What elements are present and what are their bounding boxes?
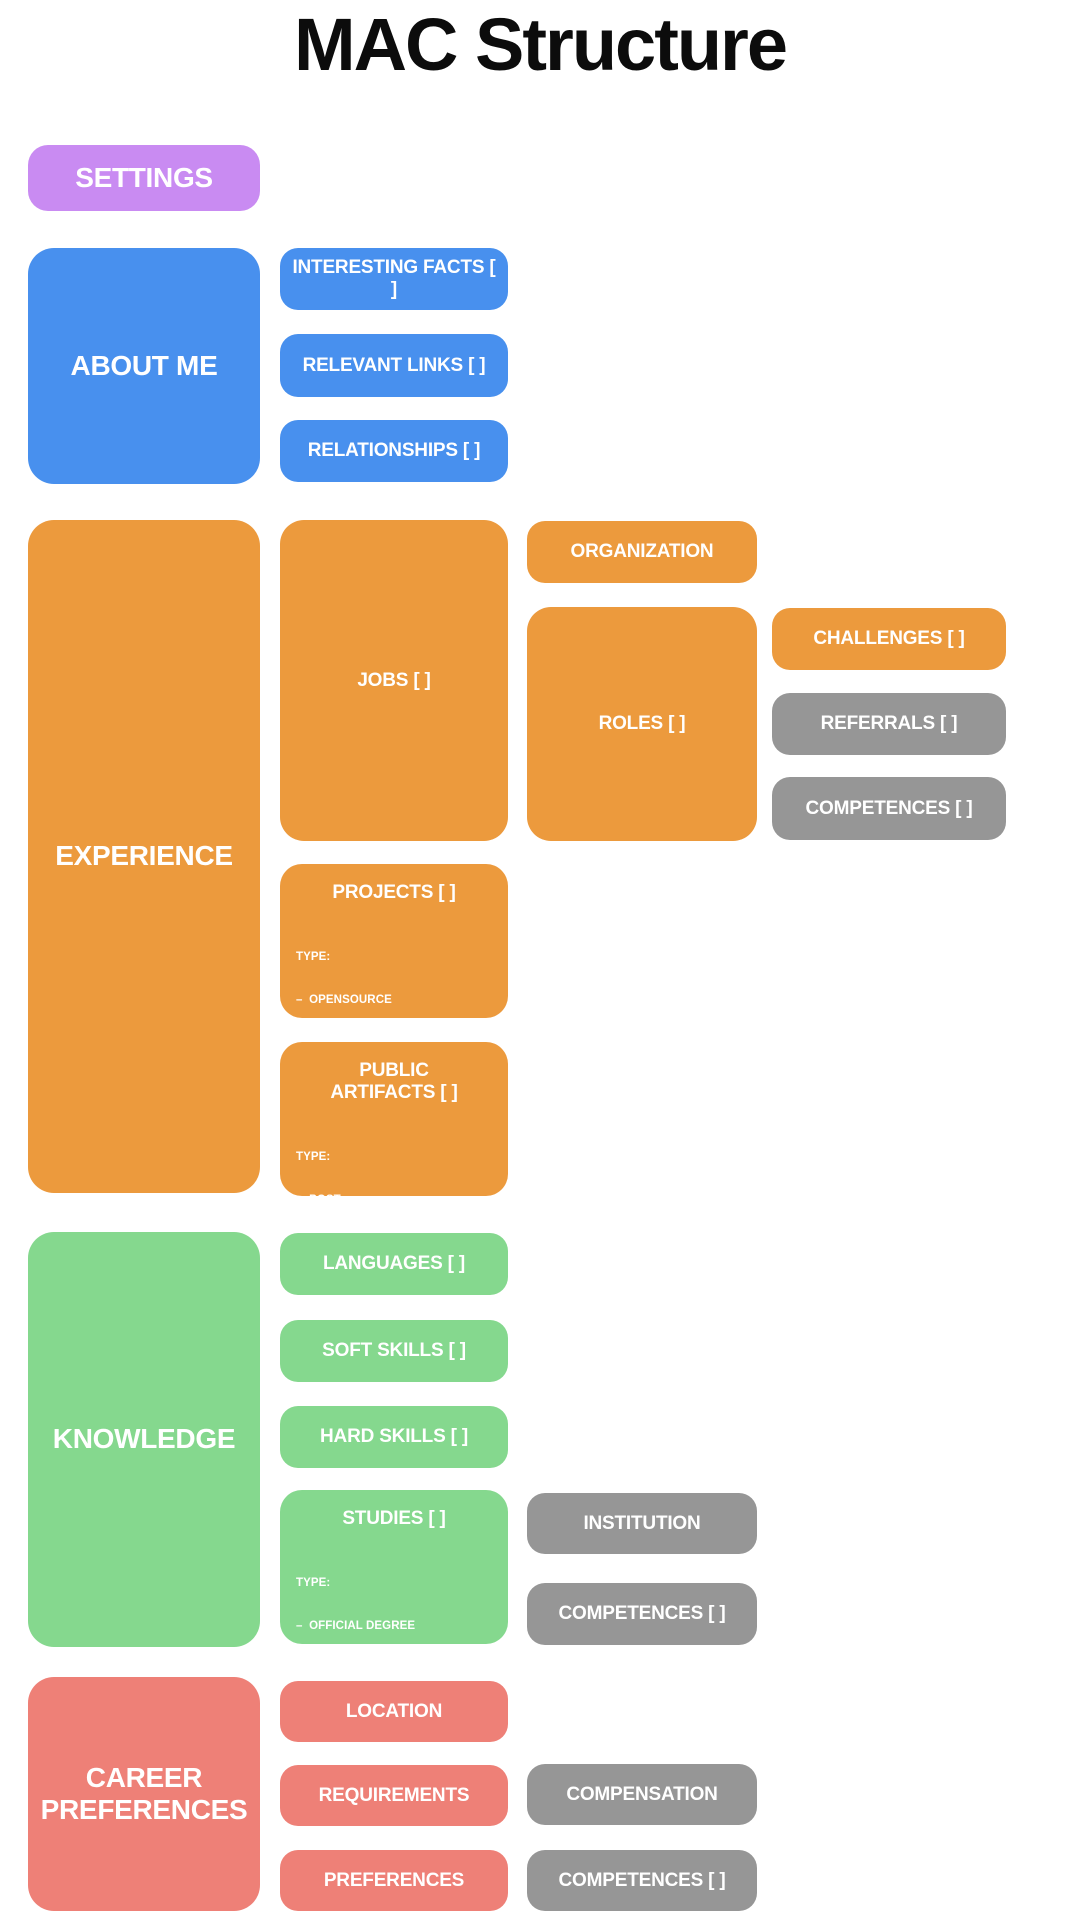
type-list-item: – OPENSOURCE [296, 994, 392, 1007]
node-referrals-label: REFERRALS [ ] [820, 713, 958, 734]
node-compensation: COMPENSATION [527, 1764, 757, 1825]
node-career-preferences-label: CAREER PREFERENCES [40, 1761, 248, 1825]
node-competences-knowledge: COMPETENCES [ ] [527, 1583, 757, 1645]
node-settings-label: SETTINGS [75, 161, 213, 193]
studies-type-list: TYPE: – OFFICIAL DEGREE – CERTIFICATION … [296, 1547, 492, 1792]
node-hard-skills: HARD SKILLS [ ] [280, 1406, 508, 1468]
diagram-title: MAC Structure [293, 3, 788, 86]
node-interesting-facts-label: INTERESTING FACTS [ ] [292, 257, 496, 300]
node-requirements-label: REQUIREMENTS [318, 1784, 470, 1806]
node-jobs-label: JOBS [ ] [357, 669, 431, 691]
node-about-me-label: ABOUT ME [70, 349, 218, 381]
node-organization-label: ORGANIZATION [570, 541, 714, 562]
node-languages-label: LANGUAGES [ ] [322, 1253, 465, 1274]
node-interesting-facts: INTERESTING FACTS [ ] [280, 248, 508, 310]
node-experience-label: EXPERIENCE [55, 840, 233, 872]
node-public-artifacts-label: PUBLIC ARTIFACTS [ ] [330, 1060, 458, 1103]
node-about-me: ABOUT ME [28, 248, 260, 484]
node-studies-label: STUDIES [ ] [342, 1508, 446, 1529]
node-experience: EXPERIENCE [28, 520, 260, 1193]
node-career-preferences: CAREER PREFERENCES [28, 1677, 260, 1911]
node-challenges: CHALLENGES [ ] [772, 608, 1006, 670]
type-list-item: – CERTIFICATION [296, 1663, 399, 1676]
node-roles-label: ROLES [ ] [598, 713, 686, 734]
type-list-header: TYPE: [296, 1576, 331, 1589]
node-preferences-label: PREFERENCES [323, 1869, 465, 1891]
node-competences-knowledge-label: COMPETENCES [ ] [558, 1603, 726, 1624]
node-settings: SETTINGS [28, 145, 260, 211]
node-relationships-label: RELATIONSHIPS [ ] [307, 440, 481, 461]
node-location: LOCATION [280, 1681, 508, 1742]
node-preferences: PREFERENCES [280, 1850, 508, 1911]
node-roles: ROLES [ ] [527, 607, 757, 841]
node-competences-career: COMPETENCES [ ] [527, 1850, 757, 1911]
node-institution: INSTITUTION [527, 1493, 757, 1554]
type-list-item: – ... [296, 1749, 319, 1762]
node-public-artifacts: PUBLIC ARTIFACTS [ ] TYPE: – POST – ACHI… [280, 1042, 508, 1336]
node-compensation-label: COMPENSATION [566, 1783, 718, 1805]
node-projects-label: PROJECTS [ ] [332, 882, 456, 903]
node-hard-skills-label: HARD SKILLS [ ] [320, 1426, 468, 1447]
type-list-header: TYPE: [296, 950, 331, 963]
node-institution-label: INSTITUTION [583, 1512, 701, 1534]
node-relationships: RELATIONSHIPS [ ] [280, 420, 508, 482]
node-soft-skills: SOFT SKILLS [ ] [280, 1320, 508, 1382]
node-competences-experience: COMPETENCES [ ] [772, 777, 1006, 840]
type-list-item: – POST [296, 1194, 341, 1207]
node-relevant-links: RELEVANT LINKS [ ] [280, 334, 508, 397]
node-organization: ORGANIZATION [527, 521, 757, 583]
node-challenges-label: CHALLENGES [ ] [813, 628, 965, 649]
node-location-label: LOCATION [345, 1700, 443, 1722]
node-requirements: REQUIREMENTS [280, 1765, 508, 1826]
node-competences-experience-label: COMPETENCES [ ] [805, 797, 973, 819]
node-soft-skills-label: SOFT SKILLS [ ] [322, 1340, 466, 1361]
node-relevant-links-label: RELEVANT LINKS [ ] [302, 354, 486, 376]
node-studies: STUDIES [ ] TYPE: – OFFICIAL DEGREE – CE… [280, 1490, 508, 1762]
node-knowledge-label: KNOWLEDGE [52, 1423, 236, 1455]
node-jobs: JOBS [ ] [280, 520, 508, 841]
node-languages: LANGUAGES [ ] [280, 1233, 508, 1295]
node-referrals: REFERRALS [ ] [772, 693, 1006, 755]
type-list-header: TYPE: [296, 1150, 331, 1163]
node-knowledge: KNOWLEDGE [28, 1232, 260, 1647]
node-projects: PROJECTS [ ] TYPE: – OPENSOURCE – SIDEPR… [280, 864, 508, 1136]
node-competences-career-label: COMPETENCES [ ] [558, 1869, 726, 1891]
type-list-item: – OFFICIAL DEGREE [296, 1620, 416, 1633]
